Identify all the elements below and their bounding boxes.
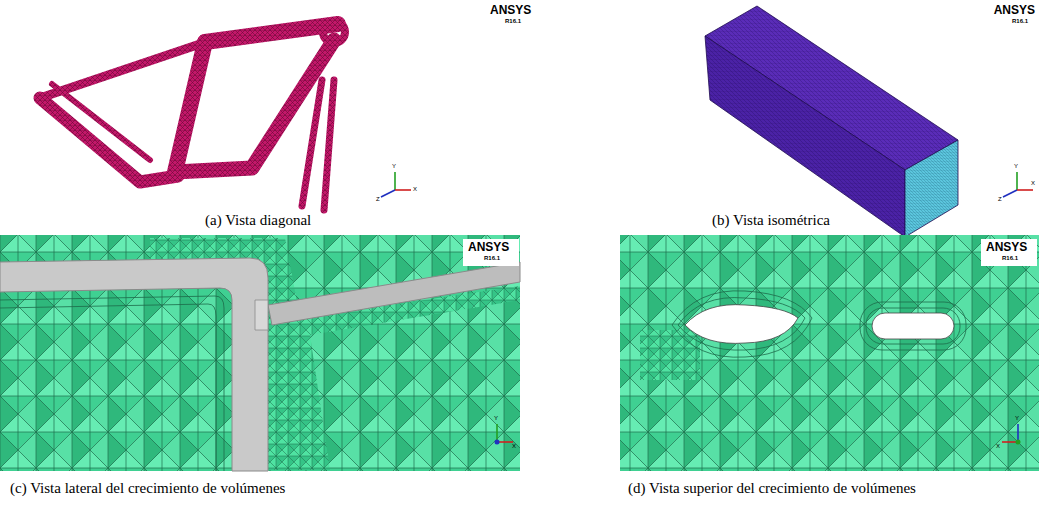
software-logo: ANSYS — [490, 4, 531, 18]
bike-frame — [40, 21, 345, 210]
axis-triad — [381, 172, 1033, 445]
axis-letter: Z — [376, 196, 380, 203]
axis-letter: Y — [392, 163, 396, 170]
axis-letter: Z — [998, 196, 1002, 203]
axis-letter: X — [996, 443, 1000, 450]
axis-letter: X — [1031, 180, 1035, 187]
version-label: R16.1 — [484, 255, 500, 262]
subfigure-caption: (c) Vista lateral del crecimiento de vol… — [10, 480, 310, 497]
inflation-top-view — [620, 235, 1039, 471]
software-logo: ANSYS — [468, 241, 509, 255]
version-label: R16.1 — [505, 18, 521, 25]
software-logo: ANSYS — [986, 241, 1027, 255]
axis-letter: Y — [1015, 415, 1019, 422]
subfigure-caption: (d) Vista superior del crecimiento de vo… — [628, 480, 928, 497]
subfigure-caption: (b) Vista isométrica — [712, 212, 830, 229]
subfigure-caption: (a) Vista diagonal — [205, 212, 311, 229]
axis-letter: Y — [1014, 163, 1018, 170]
software-logo: ANSYS — [994, 4, 1035, 18]
version-label: R16.1 — [1002, 255, 1018, 262]
axis-letter: Y — [494, 415, 498, 422]
version-label: R16.1 — [1012, 18, 1028, 25]
axis-letter: X — [512, 443, 516, 450]
fluid-domain — [705, 6, 958, 237]
inflation-side-view — [0, 235, 520, 471]
axis-letter: X — [413, 186, 417, 193]
